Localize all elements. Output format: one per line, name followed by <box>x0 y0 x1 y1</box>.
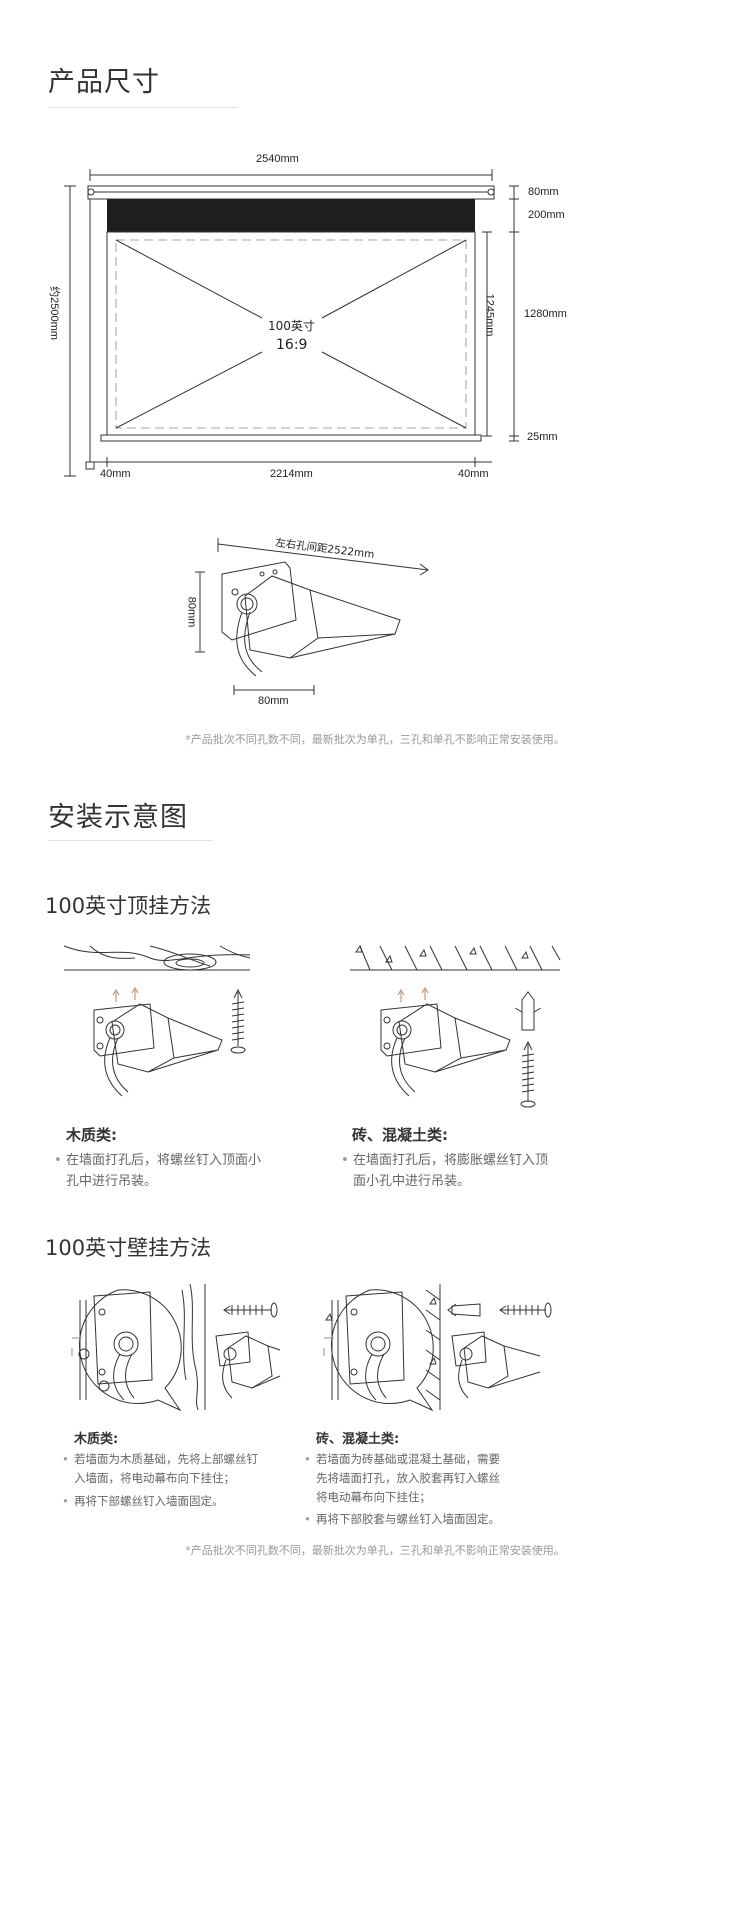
ceiling-wood-text: 在墙面打孔后，将螺丝钉入顶面小孔中进行吊装。 <box>54 1150 266 1192</box>
dim-right-margin: 40mm <box>458 468 489 480</box>
ceiling-mount-brick-illustration <box>350 944 561 1108</box>
ceiling-method-title: 100英寸顶挂方法 <box>45 894 212 918</box>
section-title-size: 产品尺寸 <box>48 67 160 98</box>
dim-black-border: 200mm <box>528 209 565 221</box>
screen-dimension-drawing <box>64 169 519 477</box>
wall-brick-text1: 若墙面为砖基础或混凝土基础，需要先将墙面打孔，放入胶套再钉入螺丝将电动幕布向下挂… <box>304 1450 506 1507</box>
wall-wood-text1: 若墙面为木质基础，先将上部螺丝钉入墙面，将电动幕布向下挂住； <box>62 1450 264 1488</box>
dim-view-width: 2214mm <box>270 468 313 480</box>
footnote-top: *产品批次不同孔数不同，最新批次为单孔，三孔和单孔不影响正常安装使用。 <box>185 733 565 746</box>
ceiling-brick-text: 在墙面打孔后，将膨胀螺丝钉入顶面小孔中进行吊装。 <box>341 1150 553 1192</box>
wall-brick-text2: 再将下部胶套与螺丝钉入墙面固定。 <box>304 1510 506 1529</box>
dim-total-width: 2540mm <box>256 153 299 165</box>
ceiling-brick-label: 砖、混凝土类: <box>352 1126 448 1144</box>
footnote-bottom: *产品批次不同孔数不同，最新批次为单孔，三孔和单孔不影响正常安装使用。 <box>185 1544 565 1557</box>
dim-top-case: 80mm <box>528 186 559 198</box>
dim-bottom-bar: 25mm <box>527 431 558 443</box>
ceiling-mount-wood-illustration <box>63 945 251 1097</box>
bracket-detail-drawing <box>195 538 429 695</box>
wall-wood-text2: 再将下部螺丝钉入墙面固定。 <box>62 1492 264 1511</box>
wall-mount-brick-illustration <box>323 1284 552 1412</box>
ceiling-wood-label: 木质类: <box>66 1126 117 1144</box>
wall-wood-label: 木质类: <box>74 1432 119 1447</box>
wall-mount-wood-illustration <box>71 1283 281 1412</box>
dim-view-height: 1280mm <box>524 308 567 320</box>
title-underline <box>48 107 238 108</box>
bracket-width: 80mm <box>258 695 289 707</box>
wall-brick-label: 砖、混凝土类: <box>316 1432 400 1447</box>
wall-method-title: 100英寸壁挂方法 <box>45 1236 212 1260</box>
dim-left-margin: 40mm <box>100 468 131 480</box>
screen-size-label: 100英寸 <box>268 319 315 333</box>
section-title-install: 安装示意图 <box>48 802 188 833</box>
title-underline <box>48 840 213 841</box>
screen-ratio-label: 16:9 <box>276 337 308 353</box>
